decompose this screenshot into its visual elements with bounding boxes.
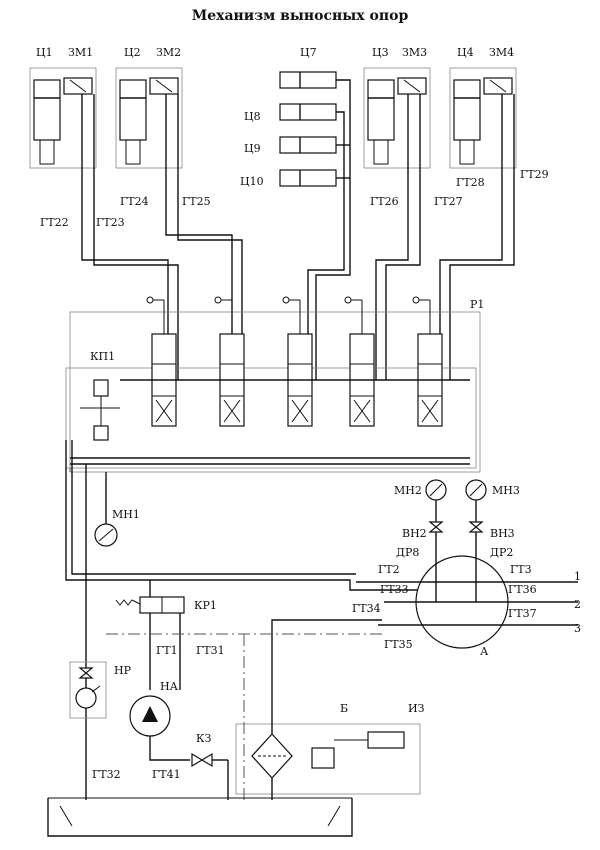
label-c7: Ц7 bbox=[300, 46, 317, 59]
label-gt27: ГТ27 bbox=[434, 195, 463, 208]
label-iz: ИЗ bbox=[408, 702, 425, 715]
port-3: 3 bbox=[574, 622, 581, 635]
label-kr1: КР1 bbox=[194, 599, 217, 612]
cylinder-lines bbox=[81, 94, 515, 380]
label-zm2: ЗМ2 bbox=[156, 46, 181, 59]
label-gt36: ГТ36 bbox=[508, 583, 537, 596]
drain-lines bbox=[69, 468, 382, 800]
label-c9: Ц9 bbox=[244, 142, 261, 155]
gauge-mn1: МН1 bbox=[94, 472, 140, 547]
spool-2 bbox=[214, 296, 245, 427]
label-zm3: ЗМ3 bbox=[402, 46, 427, 59]
label-gt1: ГТ1 bbox=[156, 644, 178, 657]
valve-kr1: КР1 bbox=[115, 596, 217, 614]
port-1: 1 bbox=[574, 570, 581, 583]
label-gt24: ГТ24 bbox=[120, 195, 149, 208]
label-dr2: ДР2 bbox=[490, 546, 513, 559]
label-mn3: МН3 bbox=[492, 484, 520, 497]
cylinder-labels: Ц1 ЗМ1 Ц2 ЗМ2 Ц7 Ц3 ЗМ3 Ц4 ЗМ4 Ц8 Ц9 Ц10 bbox=[36, 46, 514, 188]
label-gt23: ГТ23 bbox=[96, 216, 125, 229]
spool-5 bbox=[412, 296, 443, 427]
valve-k3: КЗ bbox=[191, 732, 229, 800]
distributor-r1: Р1 bbox=[65, 296, 484, 473]
label-dr8: ДР8 bbox=[396, 546, 419, 559]
label-c3: Ц3 bbox=[372, 46, 389, 59]
label-gt29: ГТ29 bbox=[520, 168, 549, 181]
port-2: 2 bbox=[574, 598, 581, 611]
hand-pump-hr: НР bbox=[69, 661, 132, 719]
label-gt2: ГТ2 bbox=[378, 563, 400, 576]
label-ha: НА bbox=[160, 680, 179, 693]
label-hr: НР bbox=[114, 664, 132, 677]
label-a: А bbox=[480, 645, 489, 658]
label-gt32: ГТ32 bbox=[92, 768, 121, 781]
filter-block: Б ИЗ bbox=[235, 619, 425, 800]
label-gt26: ГТ26 bbox=[370, 195, 399, 208]
label-gt31: ГТ31 bbox=[196, 644, 225, 657]
label-b: Б bbox=[340, 702, 348, 715]
tank: ГТ32 ГТ41 bbox=[47, 768, 353, 837]
label-gt28: ГТ28 bbox=[456, 176, 485, 189]
label-r1: Р1 bbox=[470, 298, 484, 311]
label-c8: Ц8 bbox=[244, 110, 261, 123]
label-kp1: КП1 bbox=[90, 350, 115, 363]
label-vn3: ВН3 bbox=[490, 527, 515, 540]
spool-4 bbox=[344, 296, 375, 427]
pump-ha: НА bbox=[129, 680, 190, 761]
label-vn2: ВН2 bbox=[402, 527, 427, 540]
beam-cylinders bbox=[279, 71, 351, 194]
label-gt3: ГТ3 bbox=[510, 563, 532, 576]
label-c4: Ц4 bbox=[457, 46, 474, 59]
gauges-mn2-mn3: МН2 МН3 ВН2 ВН3 ДР8 ДР2 bbox=[394, 479, 520, 559]
diagram-title: Механизм выносных опор bbox=[192, 8, 409, 24]
label-gt35: ГТ35 bbox=[384, 638, 413, 651]
label-mn2: МН2 bbox=[394, 484, 422, 497]
label-gt22: ГТ22 bbox=[40, 216, 69, 229]
spool-1 bbox=[146, 296, 177, 427]
label-c10: Ц10 bbox=[240, 175, 264, 188]
label-k3: КЗ bbox=[196, 732, 212, 745]
relief-valve-kp1: КП1 bbox=[80, 350, 120, 441]
label-zm4: ЗМ4 bbox=[489, 46, 514, 59]
outrigger-cylinders bbox=[29, 67, 517, 169]
hose-labels-top: ГТ22 ГТ23 ГТ24 ГТ25 ГТ26 ГТ27 ГТ28 ГТ29 bbox=[40, 168, 549, 229]
label-gt37: ГТ37 bbox=[508, 607, 537, 620]
label-gt41: ГТ41 bbox=[152, 768, 181, 781]
label-mn1: МН1 bbox=[112, 508, 140, 521]
label-gt34: ГТ34 bbox=[352, 602, 381, 615]
label-c1: Ц1 bbox=[36, 46, 53, 59]
label-zm1: ЗМ1 bbox=[68, 46, 93, 59]
rotary-joint-a: А 1 2 3 bbox=[356, 555, 581, 658]
hose-labels-mid: ГТ1 ГТ31 ГТ2 ГТ33 ГТ34 ГТ35 ГТ3 ГТ36 ГТ3… bbox=[156, 563, 537, 657]
label-gt33: ГТ33 bbox=[380, 583, 409, 596]
label-c2: Ц2 bbox=[124, 46, 141, 59]
label-gt25: ГТ25 bbox=[182, 195, 211, 208]
